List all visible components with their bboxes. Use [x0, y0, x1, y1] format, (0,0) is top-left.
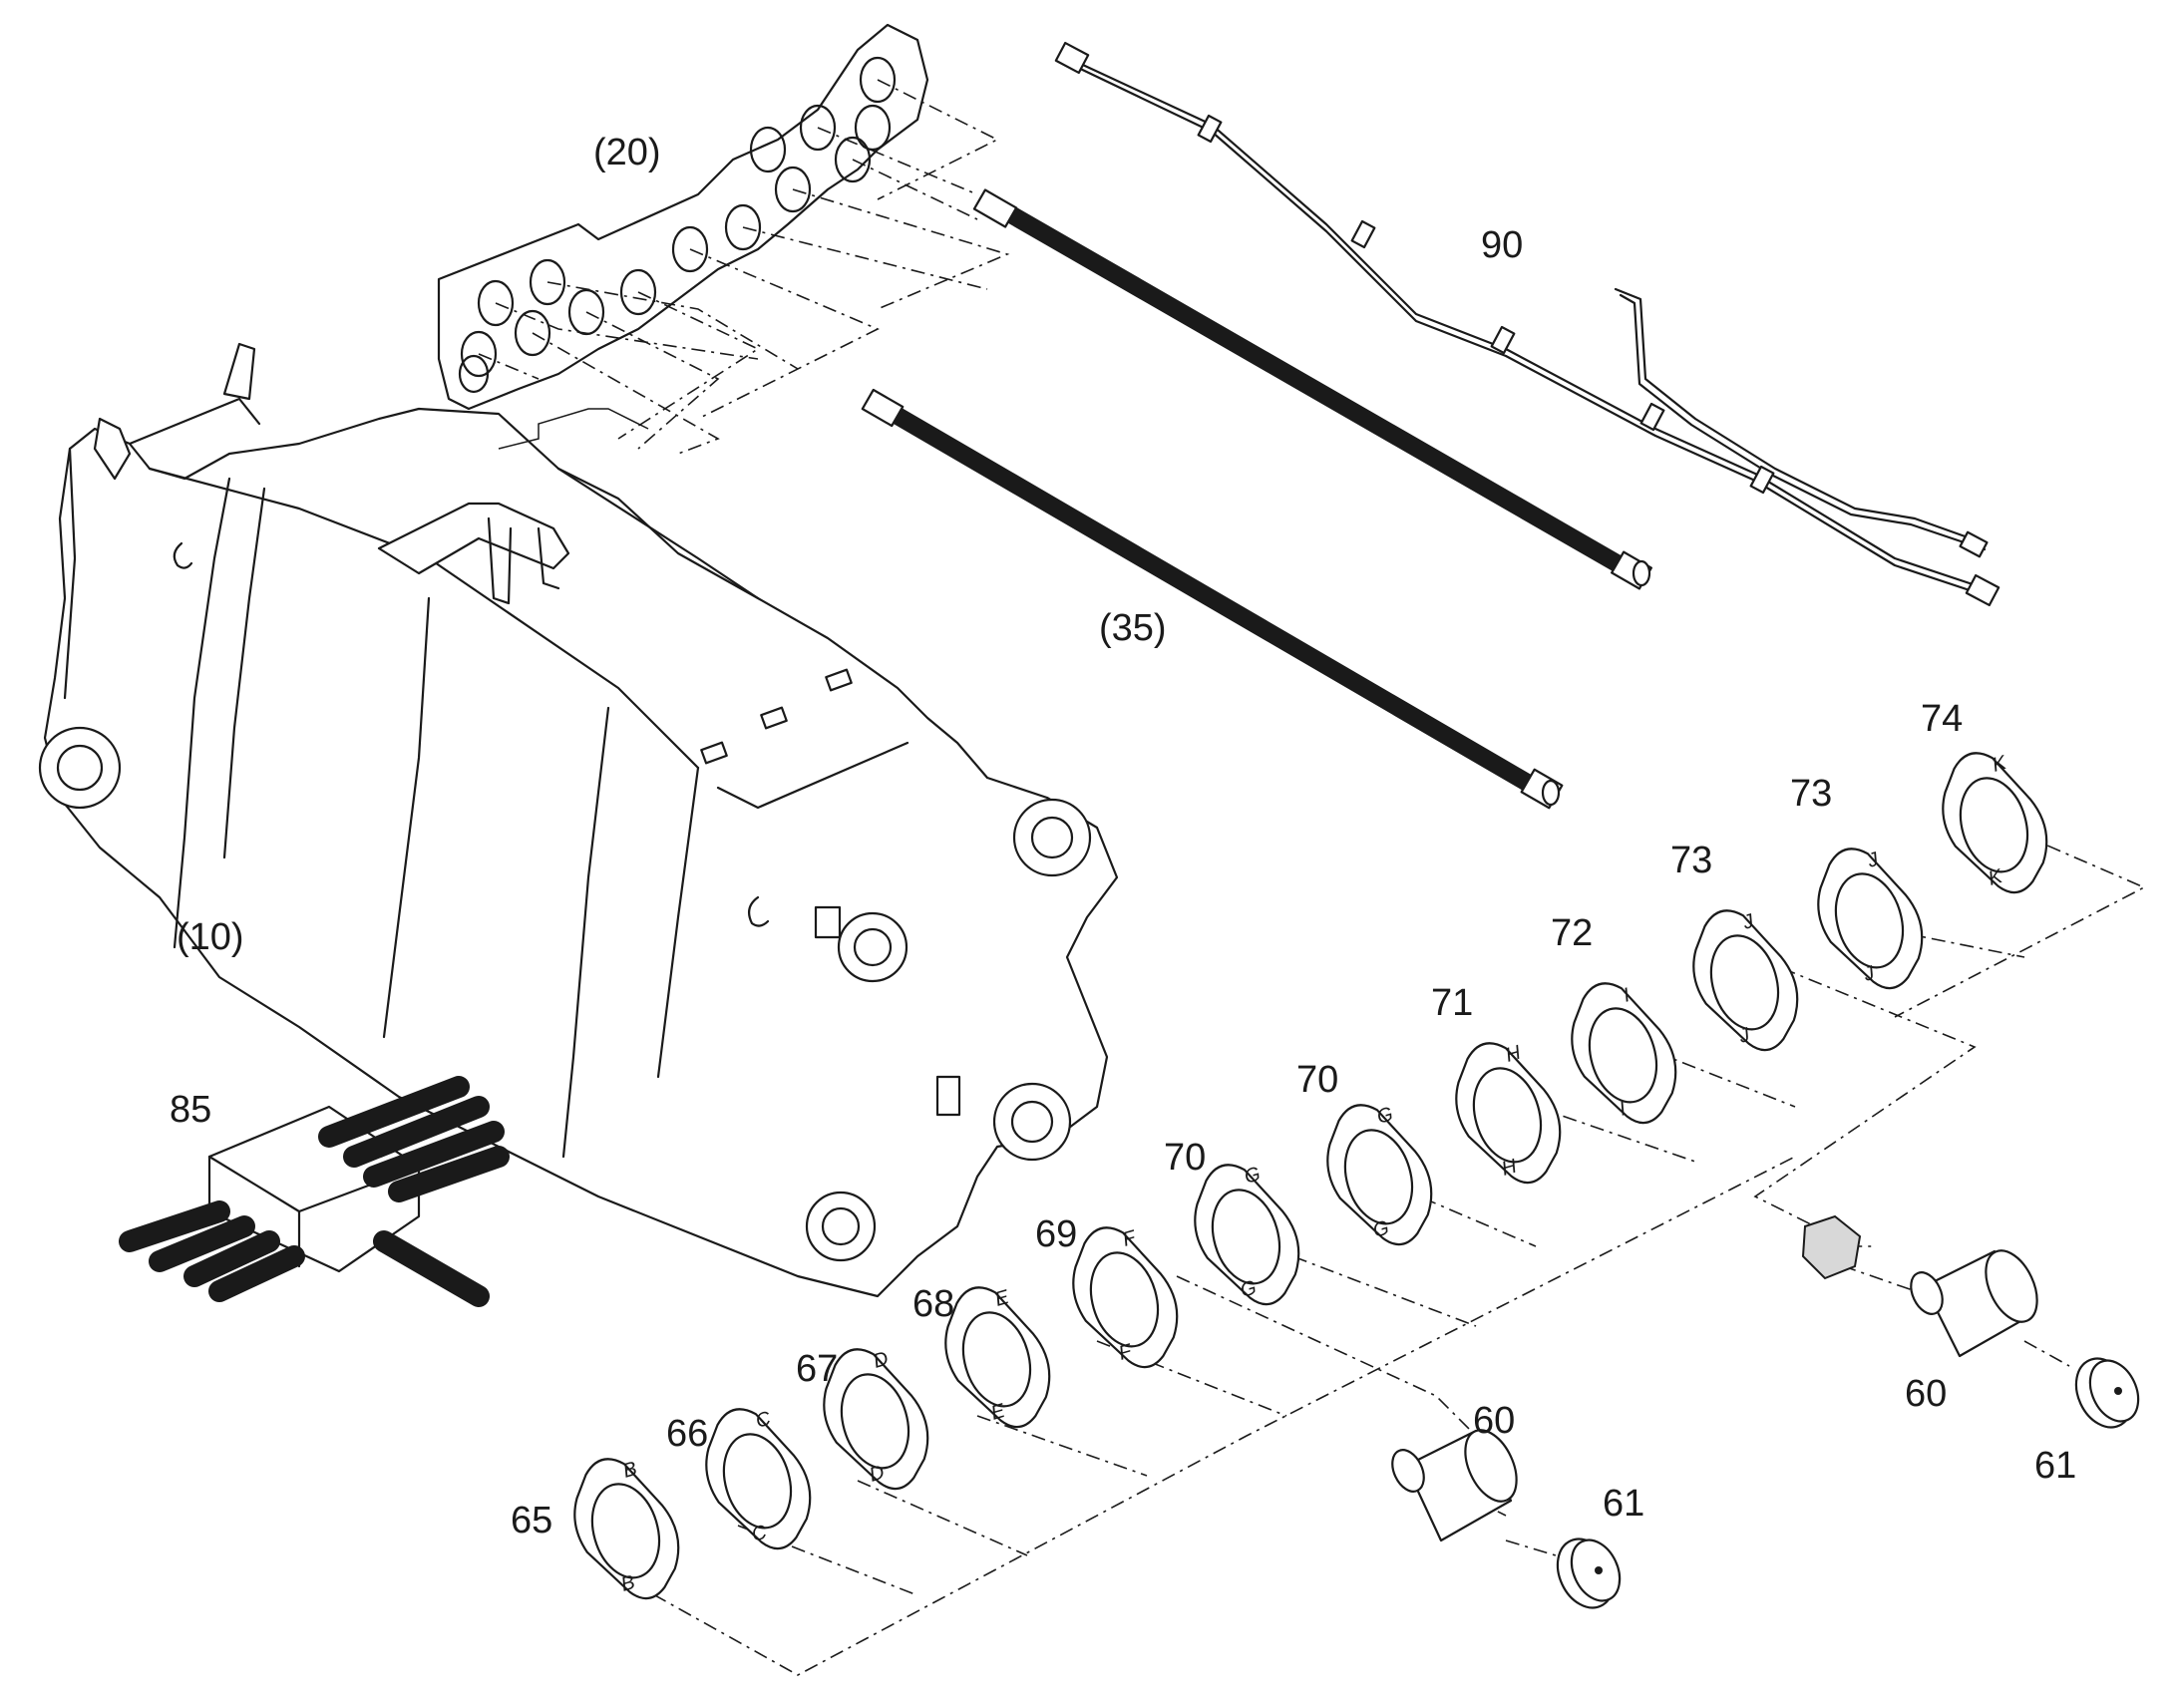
- callout-20: (20): [593, 132, 661, 173]
- flange-letter-72-bot: I: [1617, 1098, 1629, 1121]
- fitting-60-lower: [1391, 1429, 1518, 1542]
- flange-73a: [1692, 909, 1799, 1052]
- plate-holes: [458, 56, 897, 394]
- flange-70a: [1194, 1164, 1300, 1306]
- flange-plates: [573, 752, 2048, 1600]
- callout-69: 69: [1035, 1213, 1077, 1255]
- callout-73a: 73: [1670, 840, 1712, 881]
- callout-70a: 70: [1164, 1137, 1206, 1179]
- manifold-block: [119, 1076, 510, 1307]
- flange-67: [823, 1348, 929, 1491]
- flange-66: [705, 1408, 812, 1550]
- fitting-61-upper: [2074, 1357, 2140, 1429]
- flange-letters: B B C C D D E E F F G G G G H H I I J J …: [618, 752, 2009, 1596]
- callout-61a: 61: [1603, 1483, 1644, 1525]
- hose-plate: [437, 23, 1010, 455]
- hydraulic-hoses: [861, 188, 1652, 810]
- flange-letter-66-bot: C: [749, 1522, 769, 1546]
- flange-65: [573, 1458, 680, 1600]
- callout-66: 66: [666, 1413, 708, 1455]
- boom-assembly: [38, 342, 1119, 1298]
- callout-74: 74: [1921, 698, 1963, 740]
- flange-letter-71-top: H: [1503, 1042, 1523, 1067]
- callout-10: (10): [177, 916, 244, 958]
- flange-letter-66-top: C: [753, 1408, 773, 1433]
- flange-71: [1455, 1042, 1562, 1185]
- manifold-hose-stubs: [119, 1076, 510, 1307]
- flange-letter-65-bot: B: [618, 1571, 637, 1596]
- callout-60b: 60: [1905, 1373, 1947, 1415]
- fitting-60-upper: [1910, 1249, 2038, 1358]
- flange-70b: [1326, 1104, 1433, 1246]
- fitting-61-lower: [1556, 1537, 1622, 1609]
- callout-72: 72: [1551, 912, 1593, 954]
- callout-61b: 61: [2034, 1445, 2076, 1487]
- flange-letter-70b-bot: G: [1370, 1216, 1391, 1241]
- flange-letter-67-top: D: [871, 1348, 891, 1373]
- flange-letter-71-bot: H: [1499, 1156, 1519, 1181]
- nut-upper: [1801, 1214, 1862, 1280]
- flange-68: [944, 1286, 1051, 1429]
- flange-letter-65-top: B: [620, 1458, 639, 1483]
- flange-letter-70b-top: G: [1374, 1103, 1395, 1128]
- flange-letter-72-top: I: [1621, 984, 1633, 1007]
- flange-74: [1942, 752, 2048, 894]
- callout-85: 85: [170, 1089, 211, 1131]
- flange-73b: [1817, 848, 1924, 990]
- flange-69: [1072, 1226, 1179, 1369]
- callout-labels: (10) (20) (35) 90 85 65 66 67 68 69 70 7…: [170, 132, 2076, 1541]
- callout-68: 68: [912, 1283, 954, 1325]
- fittings: [1391, 1214, 2140, 1609]
- callout-35: (35): [1099, 607, 1167, 649]
- flange-letter-70a-bot: G: [1238, 1276, 1259, 1301]
- flange-72: [1571, 982, 1677, 1125]
- callout-73b: 73: [1790, 773, 1832, 815]
- flange-letter-67-bot: D: [867, 1462, 887, 1487]
- callout-65: 65: [511, 1500, 552, 1541]
- callout-90: 90: [1481, 224, 1523, 266]
- callout-71: 71: [1431, 982, 1473, 1024]
- callout-70b: 70: [1296, 1059, 1338, 1101]
- callout-60a: 60: [1473, 1400, 1515, 1442]
- tube-lines: [1054, 41, 2000, 607]
- flange-letter-70a-top: G: [1242, 1163, 1263, 1188]
- callout-67: 67: [796, 1348, 838, 1390]
